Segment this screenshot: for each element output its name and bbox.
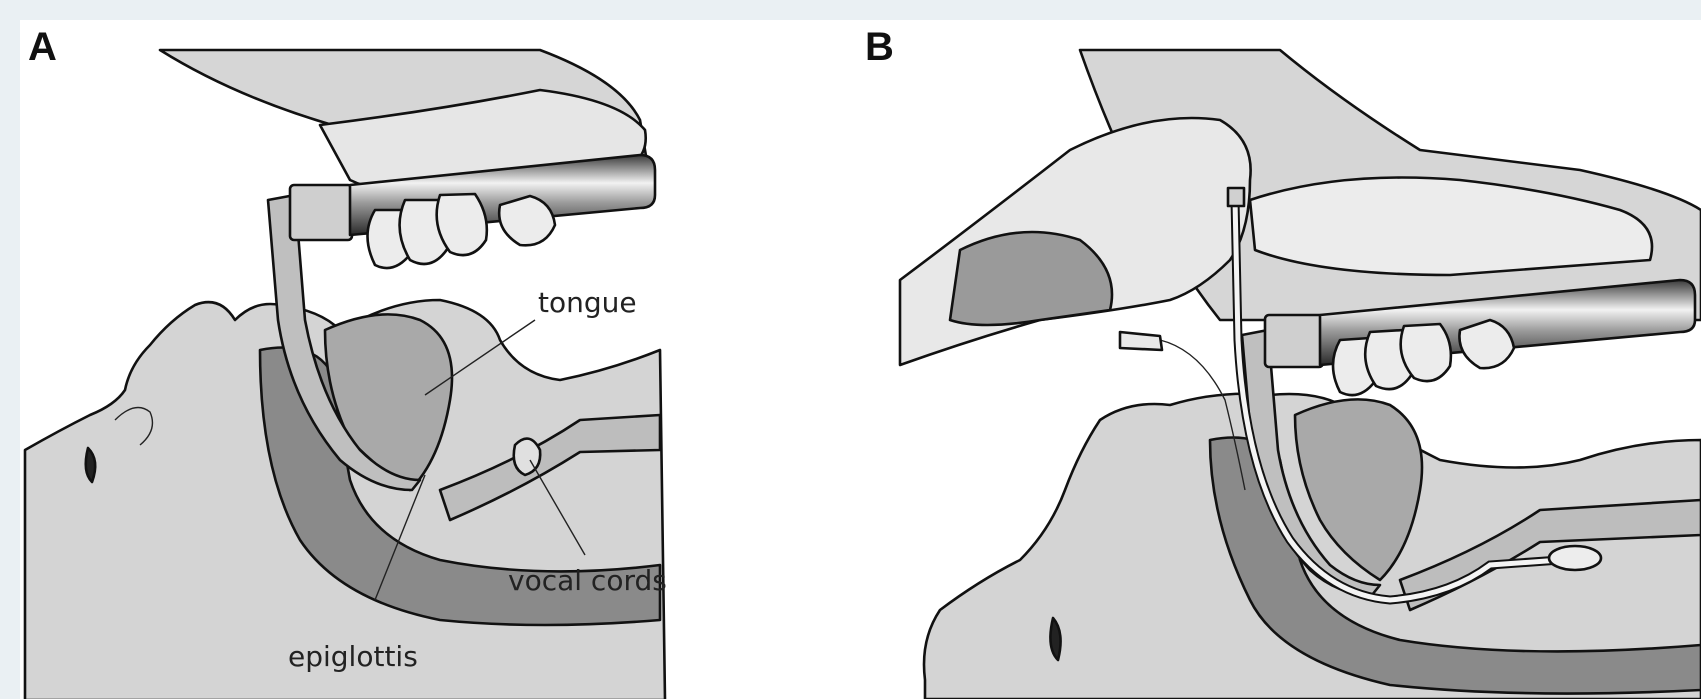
panel-a-label-epiglottis: epiglottis: [288, 640, 418, 673]
panel-a-label-vocal-cords: vocal cords: [508, 564, 667, 597]
figure-canvas: A: [20, 20, 1701, 699]
panel-a-label-tongue: tongue: [538, 286, 637, 319]
panel-b-tube-connector: [1228, 188, 1244, 206]
panel-b-tube-cuff: [1549, 546, 1601, 570]
panel-b-letter: B: [865, 25, 894, 69]
panel-b-blade-hub: [1265, 315, 1323, 367]
panel-a: A: [25, 25, 667, 699]
panel-a-letter: A: [28, 25, 57, 69]
panel-a-blade-hub: [290, 185, 352, 240]
panel-b-pilot-balloon: [1120, 332, 1162, 350]
panel-b: B: [865, 25, 1701, 699]
panel-b-left-hand-shadow: [950, 232, 1112, 325]
laryngoscopy-figure: A: [20, 20, 1701, 699]
